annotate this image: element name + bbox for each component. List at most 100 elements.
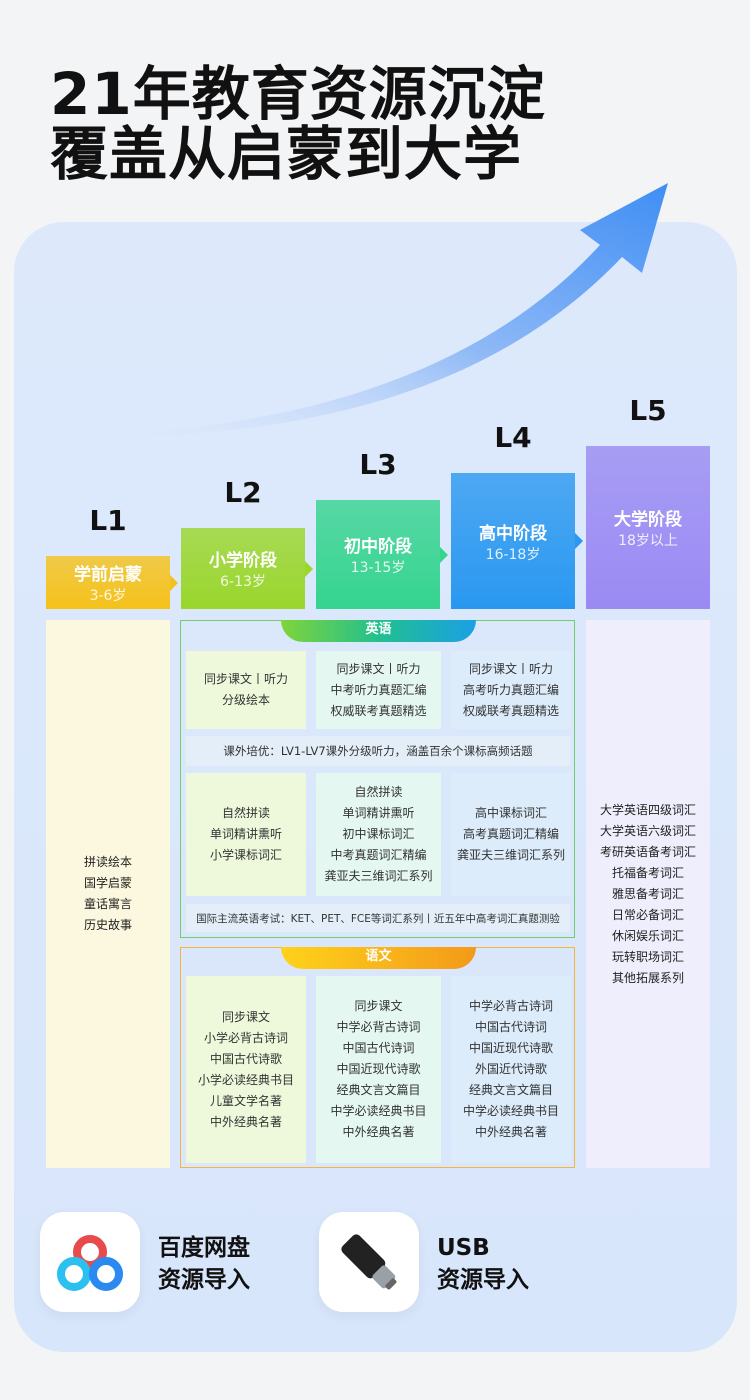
resource-cell: 高中课标词汇高考真题词汇精编龚亚夫三维词汇系列 xyxy=(451,773,571,896)
chevron-right-icon xyxy=(305,560,313,577)
resource-item: 自然拼读 xyxy=(354,785,403,799)
l1-item: 国学启蒙 xyxy=(83,876,132,890)
l1-item: 拼读绘本 xyxy=(83,855,132,869)
resource-item: 单词精讲熏听 xyxy=(209,827,282,841)
stage-age: 6-13岁 xyxy=(220,574,266,590)
resource-item: 中国古代诗词 xyxy=(342,1041,415,1055)
resource-item: 经典文言文篇目 xyxy=(336,1083,421,1097)
resource-item: 中国近现代诗歌 xyxy=(468,1041,553,1055)
stage-name: 初中阶段 xyxy=(344,537,412,557)
chevron-right-icon xyxy=(170,574,178,591)
baidu-netdisk-button[interactable] xyxy=(40,1212,140,1312)
resource-item: 外国近代诗歌 xyxy=(474,1062,547,1076)
resource-item: 分级绘本 xyxy=(221,693,270,707)
l1-item: 童话寓言 xyxy=(83,897,132,911)
resource-item: 小学课标词汇 xyxy=(209,848,282,862)
l5-item: 考研英语备考词汇 xyxy=(599,844,696,859)
l5-item: 大学英语四级词汇 xyxy=(599,802,696,817)
headline-line1: 21年教育资源沉淀 xyxy=(50,60,546,128)
resource-item: 权威联考真题精选 xyxy=(462,703,559,718)
headline-line2: 覆盖从启蒙到大学 xyxy=(50,120,523,188)
stage-card: 小学阶段 6-13岁 xyxy=(181,528,305,609)
resource-cell: 同步课文丨听力分级绘本 xyxy=(186,651,306,729)
resource-item: 中学必读经典书目 xyxy=(462,1104,559,1118)
stage-name: 大学阶段 xyxy=(614,510,682,530)
l5-content-column: 大学英语四级词汇大学英语六级词汇考研英语备考词汇托福备考词汇雅思备考词汇日常必备… xyxy=(586,620,710,1168)
resource-item: 中国古代诗词 xyxy=(474,1020,547,1034)
stage-card: 大学阶段 18岁以上 xyxy=(586,446,710,609)
resource-cell: 自然拼读单词精讲熏听小学课标词汇 xyxy=(186,773,306,896)
baidu-netdisk-icon xyxy=(57,1235,123,1291)
resource-item: 中外经典名著 xyxy=(474,1125,547,1139)
resource-cell: 同步课文小学必背古诗词中国古代诗歌小学必读经典书目儿童文学名著中外经典名著 xyxy=(186,976,306,1163)
resource-item: 自然拼读 xyxy=(221,806,270,820)
english-section: 英语 同步课文丨听力分级绘本同步课文丨听力中考听力真题汇编权威联考真题精选同步课… xyxy=(180,620,575,938)
stage-age: 13-15岁 xyxy=(350,560,406,576)
resource-item: 中学必背古诗词 xyxy=(336,1020,421,1034)
l5-item: 玩转职场词汇 xyxy=(611,949,684,964)
stage-name: 学前启蒙 xyxy=(74,565,142,585)
resource-item: 龚亚夫三维词汇系列 xyxy=(324,869,433,883)
l5-item: 大学英语六级词汇 xyxy=(599,823,696,838)
resource-item: 小学必读经典书目 xyxy=(197,1072,294,1087)
resource-cell: 同步课文丨听力高考听力真题汇编权威联考真题精选 xyxy=(451,651,571,729)
level-label: L2 xyxy=(224,476,262,509)
resource-item: 中国古代诗歌 xyxy=(209,1051,282,1066)
resource-item: 初中课标词汇 xyxy=(342,827,415,841)
resource-item: 高考真题词汇精编 xyxy=(462,827,559,841)
resource-item: 中外经典名著 xyxy=(342,1125,415,1139)
english-exam-note: 国际主流英语考试：KET、PET、FCE等词汇系列丨近五年中高考词汇真题测验 xyxy=(186,904,570,932)
resource-item: 同步课文 xyxy=(221,1009,270,1024)
usb-c-icon xyxy=(341,1234,397,1290)
level-label: L5 xyxy=(629,394,667,427)
chinese-tab-title: 语文 xyxy=(281,947,476,969)
l5-item: 托福备考词汇 xyxy=(611,865,684,880)
stage-card: 初中阶段 13-15岁 xyxy=(316,500,440,609)
resource-item: 中外经典名著 xyxy=(209,1114,282,1129)
resource-item: 中考听力真题汇编 xyxy=(330,682,427,697)
baidu-import-label: 百度网盘资源导入 xyxy=(158,1235,250,1293)
l1-content-column: 拼读绘本 国学启蒙 童话寓言 历史故事 xyxy=(46,620,170,1168)
l1-item: 历史故事 xyxy=(83,918,132,932)
growth-arrow-icon xyxy=(100,183,668,437)
chevron-right-icon xyxy=(575,533,583,549)
usb-import-button[interactable] xyxy=(319,1212,419,1312)
resource-item: 中学必读经典书目 xyxy=(330,1104,427,1118)
level-label: L1 xyxy=(89,504,127,537)
resource-item: 经典文言文篇目 xyxy=(468,1083,553,1097)
resource-item: 同步课文 xyxy=(354,999,403,1013)
resource-cell: 中学必背古诗词中国古代诗词中国近现代诗歌外国近代诗歌经典文言文篇目中学必读经典书… xyxy=(451,976,571,1163)
english-tab-title: 英语 xyxy=(281,620,476,642)
resource-cell: 同步课文中学必背古诗词中国古代诗词中国近现代诗歌经典文言文篇目中学必读经典书目中… xyxy=(316,976,441,1163)
resource-item: 同步课文丨听力 xyxy=(468,661,553,676)
resource-item: 中国近现代诗歌 xyxy=(336,1062,421,1076)
resource-item: 高考听力真题汇编 xyxy=(462,682,559,697)
stage-name: 小学阶段 xyxy=(209,551,277,571)
level-label: L4 xyxy=(494,421,532,454)
resource-item: 同步课文丨听力 xyxy=(203,672,288,686)
resource-item: 儿童文学名著 xyxy=(209,1093,282,1108)
l5-item: 雅思备考词汇 xyxy=(611,886,684,901)
resource-item: 同步课文丨听力 xyxy=(336,661,421,676)
resource-item: 中考真题词汇精编 xyxy=(330,848,427,862)
english-extra-note: 课外培优：LV1-LV7课外分级听力，涵盖百余个课标高频话题 xyxy=(186,736,570,766)
resource-item: 权威联考真题精选 xyxy=(330,703,427,718)
resource-item: 高中课标词汇 xyxy=(474,806,547,820)
l5-item: 休闲娱乐词汇 xyxy=(611,928,684,943)
resource-cell: 自然拼读单词精讲熏听初中课标词汇中考真题词汇精编龚亚夫三维词汇系列 xyxy=(316,773,441,896)
stage-age: 16-18岁 xyxy=(485,546,541,563)
stage-age: 18岁以上 xyxy=(618,533,678,549)
resource-item: 单词精讲熏听 xyxy=(342,806,415,820)
l5-item: 其他拓展系列 xyxy=(611,970,684,985)
chevron-right-icon xyxy=(440,546,448,563)
chinese-section: 语文 同步课文小学必背古诗词中国古代诗歌小学必读经典书目儿童文学名著中外经典名著… xyxy=(180,947,575,1168)
l5-item: 日常必备词汇 xyxy=(611,907,684,922)
resource-cell: 同步课文丨听力中考听力真题汇编权威联考真题精选 xyxy=(316,651,441,729)
resource-item: 龚亚夫三维词汇系列 xyxy=(456,848,565,862)
level-label: L3 xyxy=(359,448,397,481)
resource-item: 中学必背古诗词 xyxy=(468,999,553,1013)
resource-item: 小学必背古诗词 xyxy=(203,1030,288,1045)
